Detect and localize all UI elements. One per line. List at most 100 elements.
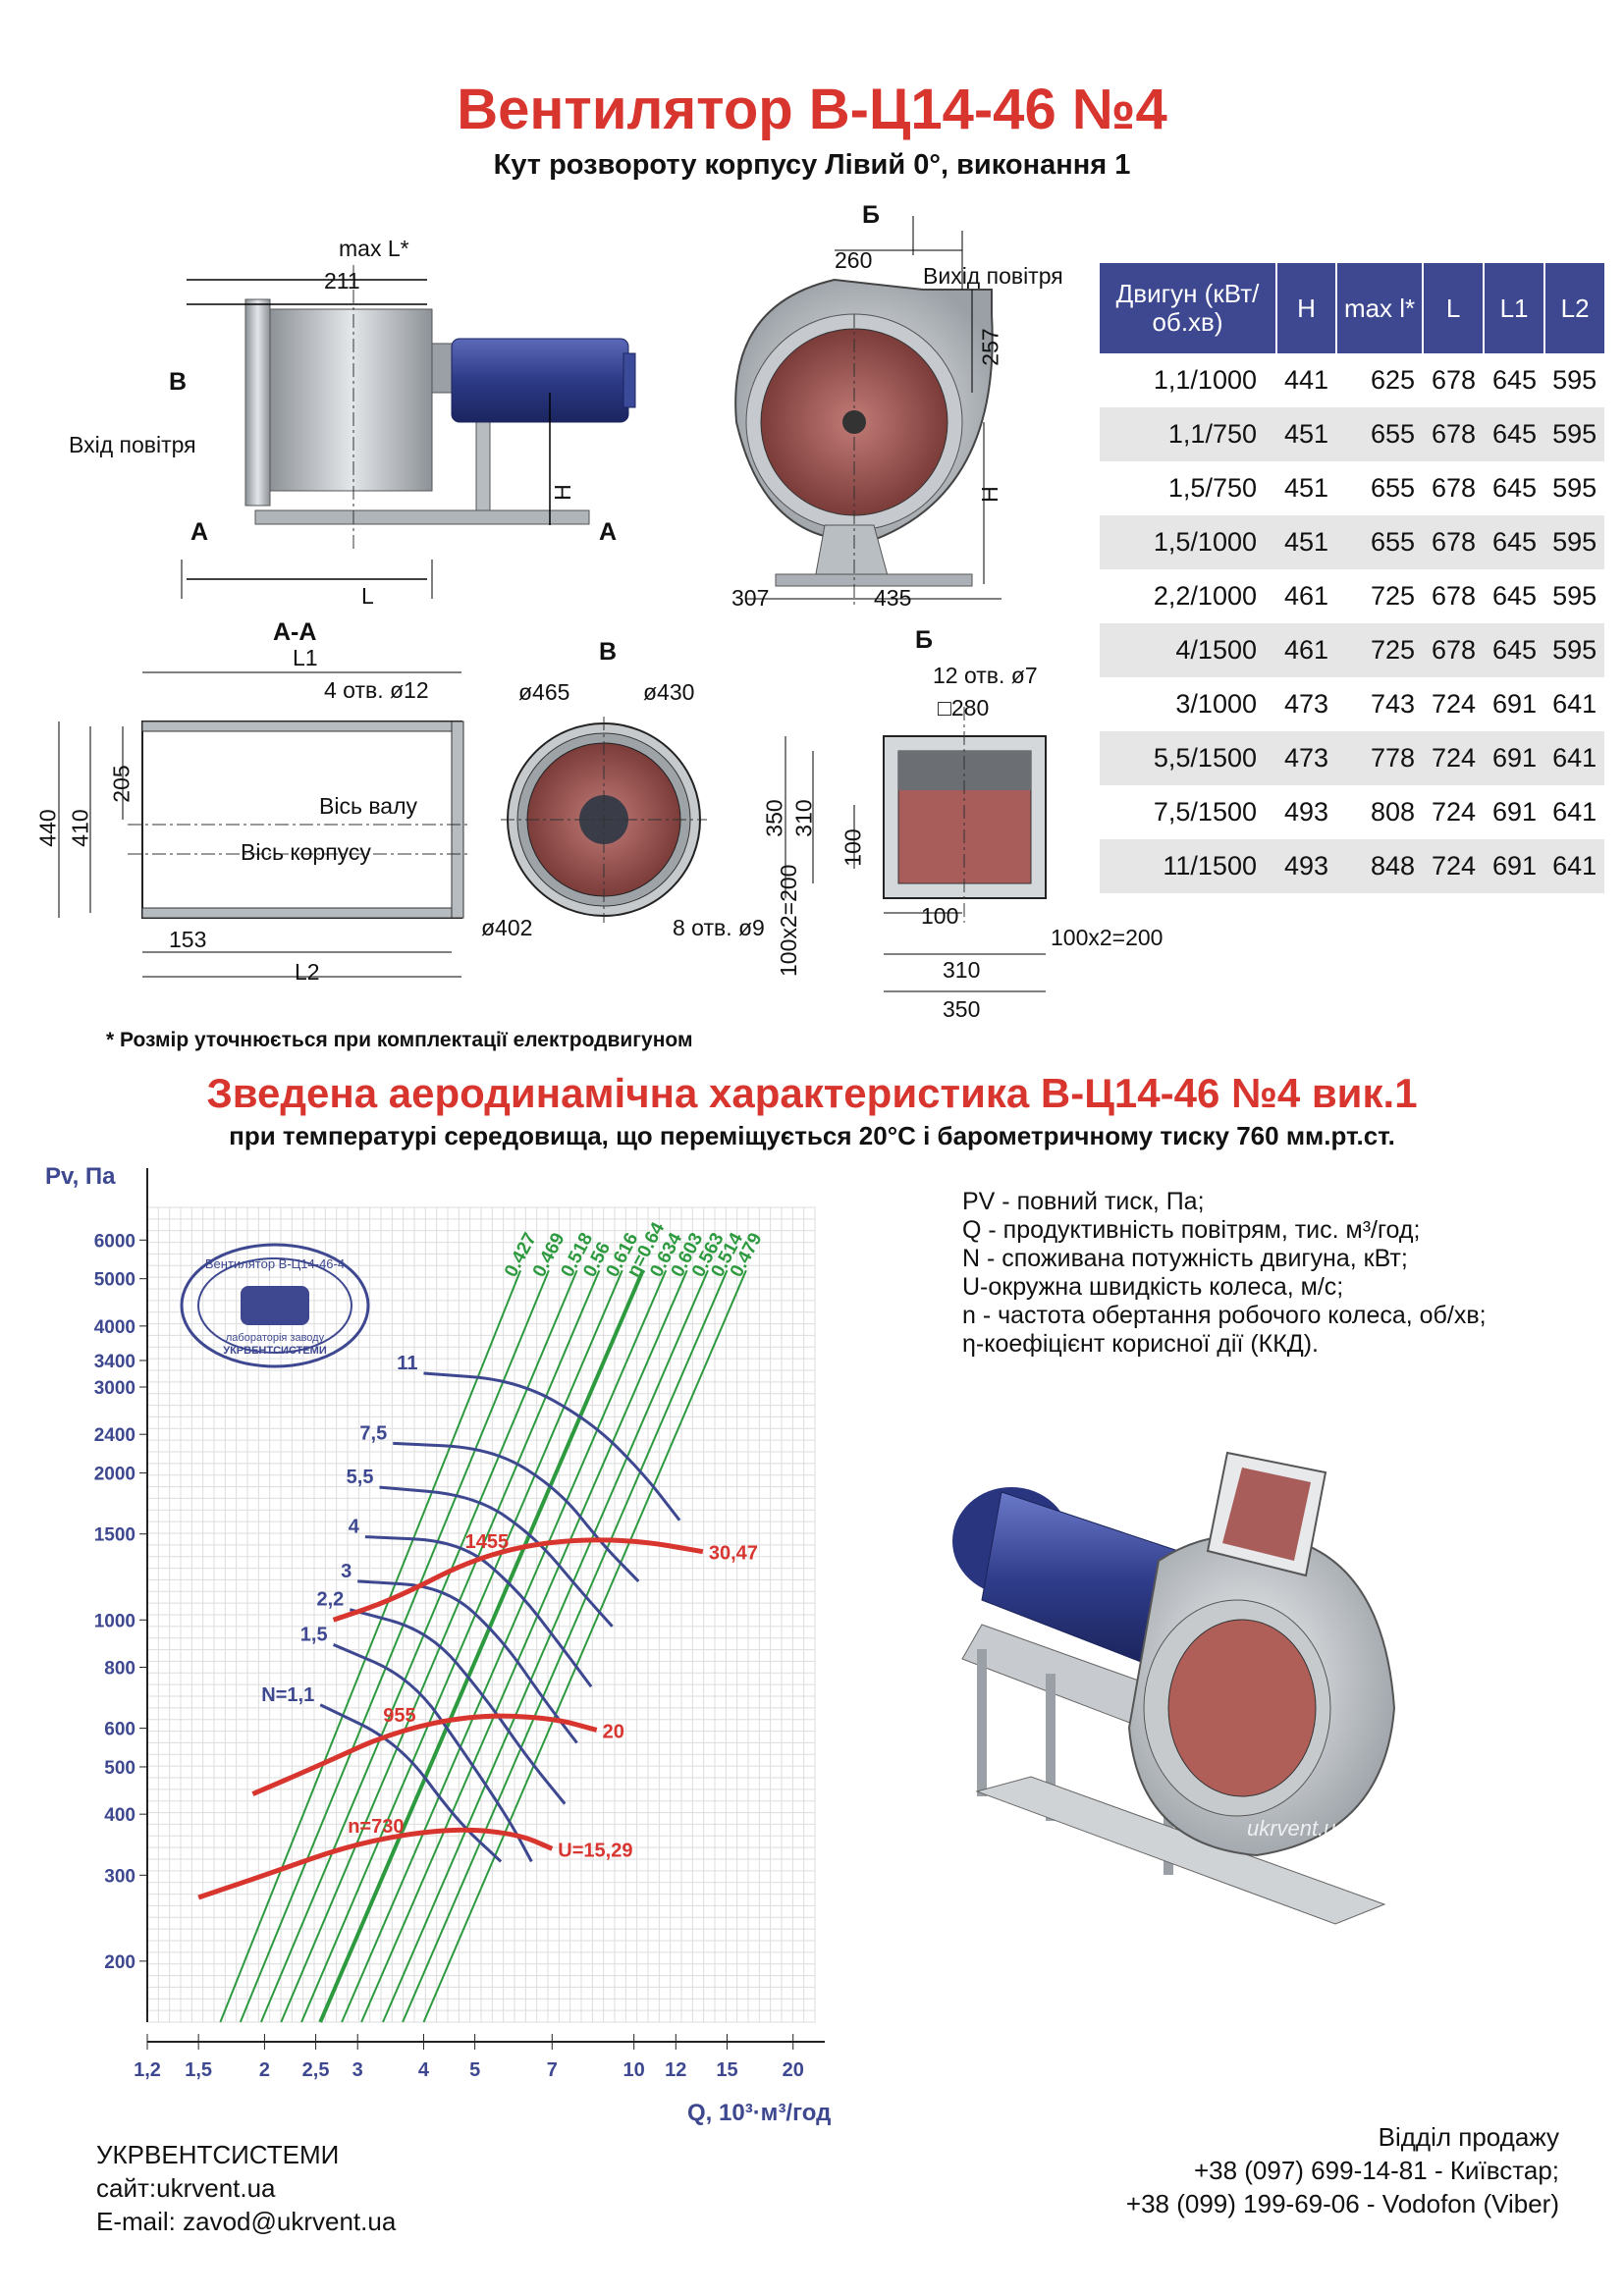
speed-curve	[197, 1827, 554, 1900]
dim-d465: ø465	[518, 679, 570, 705]
table-cell: 641	[1552, 797, 1597, 827]
table-cell: 2,2/1000	[1153, 581, 1257, 611]
dim-211: 211	[324, 268, 360, 294]
speed-label: 1455	[465, 1531, 509, 1553]
aero-subtitle: при температурі середовища, що переміщує…	[229, 1121, 1395, 1150]
phone-kyivstar[interactable]: +38 (097) 699-14-81 - Київстар;	[1193, 2156, 1559, 2185]
y-axis-label: Pv, Па	[45, 1163, 116, 1190]
stamp-fan-icon	[241, 1286, 309, 1325]
table-cell: 493	[1276, 839, 1337, 893]
dim-sq280: □280	[938, 695, 990, 721]
power-label: 7,5	[359, 1422, 387, 1444]
efficiency-line	[239, 1269, 550, 2023]
speed-curve	[251, 1713, 598, 1796]
power-line	[364, 1535, 593, 1688]
dim-307: 307	[731, 585, 770, 611]
efficiency-line	[219, 1269, 522, 2023]
holes-4x12: 4 отв. ø12	[324, 677, 429, 703]
table-cell: 691	[1492, 797, 1538, 827]
x-tick-label: 5	[469, 2059, 480, 2081]
view-b-marker: В	[169, 368, 188, 396]
fan-watermark: ukrvent.ua	[1247, 1816, 1348, 1841]
x-tick-label: 20	[783, 2059, 804, 2081]
col-h: H	[1276, 263, 1338, 353]
section-a-right: А	[599, 518, 618, 546]
y-tick-label: 2000	[94, 1465, 135, 1485]
efficiency-line	[259, 1269, 578, 2023]
table-cell: 451	[1284, 473, 1329, 503]
view-bb-title: Б	[915, 626, 933, 654]
table-cell: 595	[1544, 407, 1605, 461]
x-tick-label: 7	[547, 2059, 558, 2081]
power-line	[423, 1371, 681, 1522]
footer-contacts-left: УКРВЕНТСИСТЕМИ сайт:ukrvent.ua E-mail: z…	[96, 2138, 396, 2238]
dim-l-side: L	[361, 583, 374, 609]
table-cell: 848	[1336, 839, 1424, 893]
table-cell: 625	[1371, 365, 1416, 395]
holes-12x7: 12 отв. ø7	[933, 663, 1038, 688]
y-tick-label: 6000	[94, 1231, 135, 1252]
table-cell: 461	[1276, 623, 1337, 677]
table-cell: 1,1/1000	[1153, 365, 1257, 395]
stamp-text-company: УКРВЕНТСИСТЕМИ	[223, 1345, 327, 1357]
dim-350-v: 350	[761, 799, 787, 837]
col-l2: L2	[1544, 263, 1605, 353]
power-line	[349, 1608, 567, 1805]
phone-vodafone[interactable]: +38 (099) 199-69-06 - Vodofon (Viber)	[1125, 2189, 1559, 2218]
dim-350-h: 350	[943, 996, 981, 1022]
table-cell: 473	[1284, 689, 1329, 719]
dim-410: 410	[67, 809, 93, 847]
col-max-l: max l*	[1336, 263, 1425, 353]
table-cell: 473	[1276, 731, 1337, 785]
dim-l1: L1	[293, 645, 318, 670]
dim-100-v: 100	[839, 828, 866, 867]
company-site[interactable]: сайт:ukrvent.ua	[96, 2173, 276, 2203]
page-subtitle: Кут розвороту корпусу Лівий 0°, виконанн…	[493, 149, 1131, 181]
y-tick-label: 5000	[94, 1270, 135, 1291]
legend-q: Q - продуктивність повітрям, тис. м³/год…	[962, 1216, 1421, 1244]
table-cell: 678	[1423, 515, 1485, 569]
x-axis-label: Q, 10³·м³/год	[687, 2100, 831, 2126]
power-line	[357, 1579, 578, 1744]
company-email[interactable]: E-mail: zavod@ukrvent.ua	[96, 2207, 397, 2236]
power-line	[319, 1703, 503, 1863]
efficiency-line	[422, 1269, 747, 2023]
shaft-axis-label: Вісь валу	[319, 793, 417, 819]
section-aa-title: А-А	[273, 618, 317, 646]
legend-u: U-окружна швидкість колеса, м/с;	[962, 1273, 1344, 1301]
speed-end-label: 20	[603, 1721, 624, 1742]
x-tick-label: 1,5	[185, 2059, 212, 2081]
table-cell: 7,5/1500	[1153, 797, 1257, 827]
fan-3d-illustration: ukrvent.ua	[952, 1451, 1396, 1925]
x-tick-label: 15	[716, 2059, 737, 2081]
sales-dept: Відділ продажу	[1378, 2122, 1559, 2152]
dim-100x2-h: 100x2=200	[1051, 925, 1164, 950]
table-cell: 725	[1336, 623, 1424, 677]
dim-260: 260	[835, 247, 873, 273]
power-label: 3	[341, 1561, 352, 1582]
dim-100x2-v: 100x2=200	[776, 864, 801, 977]
table-cell: 724	[1432, 797, 1477, 827]
holes-8x9: 8 отв. ø9	[673, 915, 765, 940]
table-cell: 678	[1432, 365, 1477, 395]
speed-label: n=730	[348, 1816, 404, 1838]
power-label: 11	[397, 1353, 417, 1374]
table-cell: 645	[1492, 365, 1538, 395]
y-tick-label: 3400	[94, 1352, 135, 1372]
view-bb-drawing	[785, 707, 1047, 992]
y-tick-label: 300	[104, 1866, 135, 1887]
x-tick-label: 1,2	[134, 2059, 161, 2081]
table-cell: 595	[1552, 473, 1597, 503]
x-tick-label: 2,5	[302, 2059, 330, 2081]
table-header-row: Двигун (кВт/об.хв) H max l* L L1 L2	[1100, 263, 1605, 353]
table-cell: 691	[1484, 731, 1545, 785]
table-cell: 645	[1492, 581, 1538, 611]
power-line	[379, 1485, 614, 1628]
lab-stamp-inner	[197, 1257, 352, 1354]
front-view-drawing	[734, 216, 1001, 609]
table-cell: 641	[1544, 731, 1605, 785]
